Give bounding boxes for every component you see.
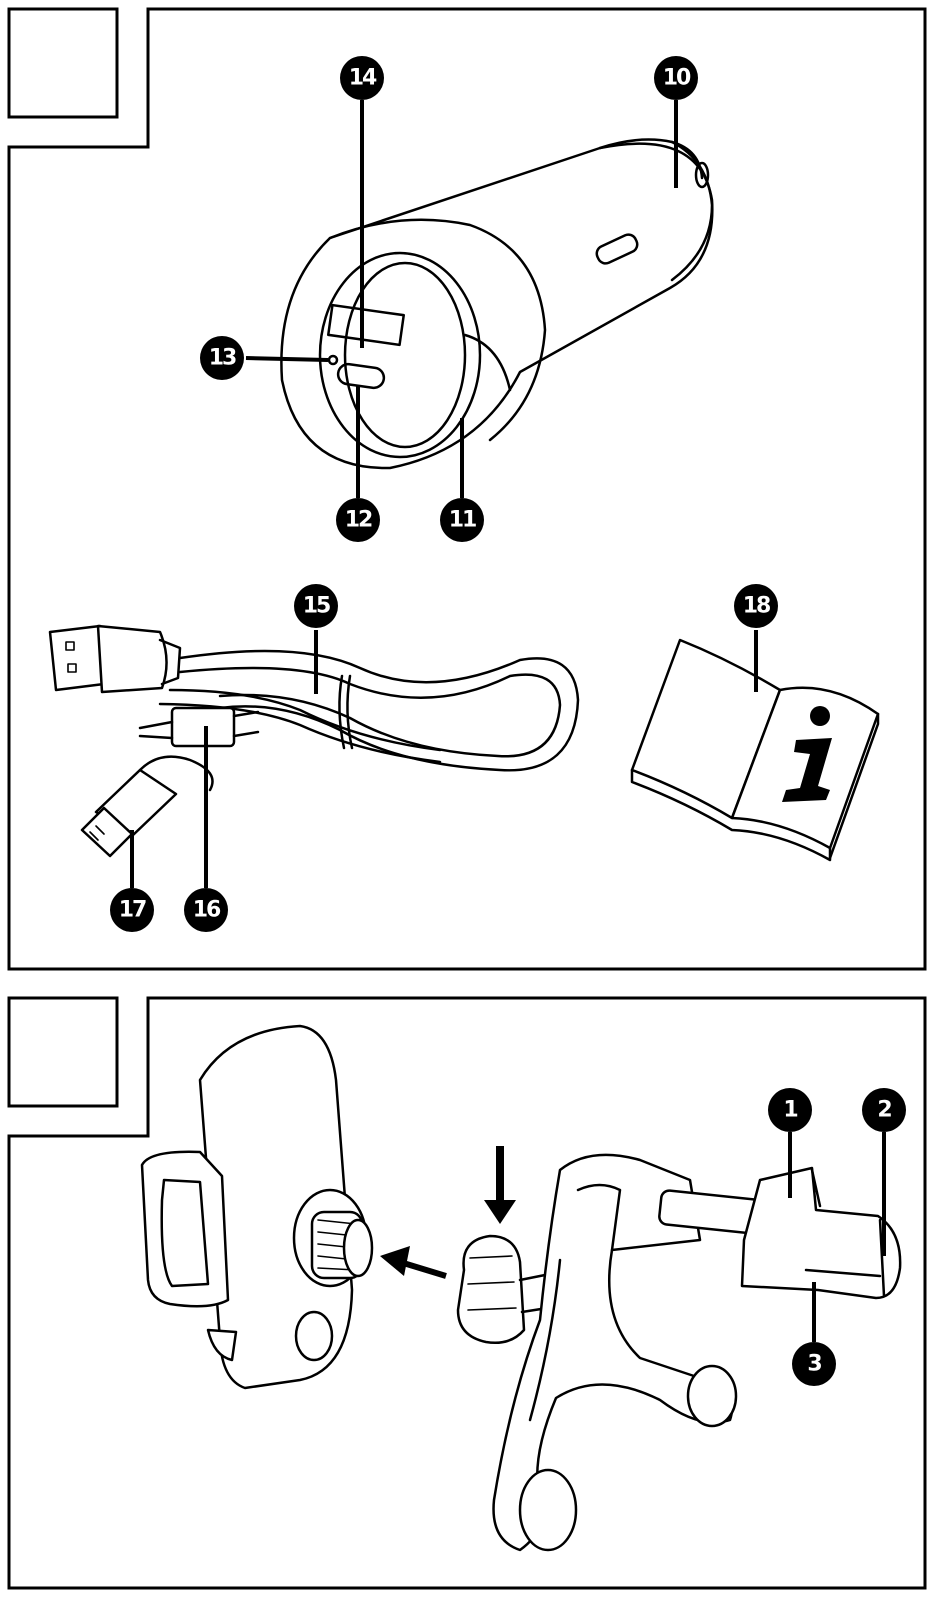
svg-text:11: 11 <box>449 508 476 533</box>
svg-text:16: 16 <box>193 898 221 923</box>
callout-12: 12 <box>336 498 380 542</box>
svg-text:18: 18 <box>743 594 770 619</box>
callout-2: 2 <box>862 1088 906 1132</box>
callout-13: 13 <box>200 336 244 380</box>
panel-a-number-box <box>9 9 117 117</box>
svg-text:2: 2 <box>877 1098 891 1123</box>
svg-text:14: 14 <box>349 66 377 91</box>
phone-holder-drawing <box>142 1026 372 1388</box>
callout-15: 15 <box>294 584 338 628</box>
arrow-down-icon <box>484 1146 516 1224</box>
svg-text:17: 17 <box>119 898 146 923</box>
svg-text:15: 15 <box>303 594 330 619</box>
callout-17: 17 <box>110 888 154 932</box>
arrow-left-icon <box>380 1246 446 1276</box>
callout-16: 16 <box>184 888 228 932</box>
callout-10: 10 <box>654 56 698 100</box>
vent-clip-drawing <box>458 1155 900 1550</box>
callout-11: 11 <box>440 498 484 542</box>
callout-18: 18 <box>734 584 778 628</box>
panel-b-number-box <box>9 998 117 1106</box>
callout-14: 14 <box>340 56 384 100</box>
callout-3: 3 <box>792 1342 836 1386</box>
svg-text:13: 13 <box>209 346 236 371</box>
svg-text:1: 1 <box>783 1098 797 1123</box>
svg-text:12: 12 <box>345 508 372 533</box>
svg-text:3: 3 <box>807 1352 821 1377</box>
car-charger-drawing <box>281 140 712 468</box>
callout-1: 1 <box>768 1088 812 1132</box>
svg-text:10: 10 <box>663 66 691 91</box>
